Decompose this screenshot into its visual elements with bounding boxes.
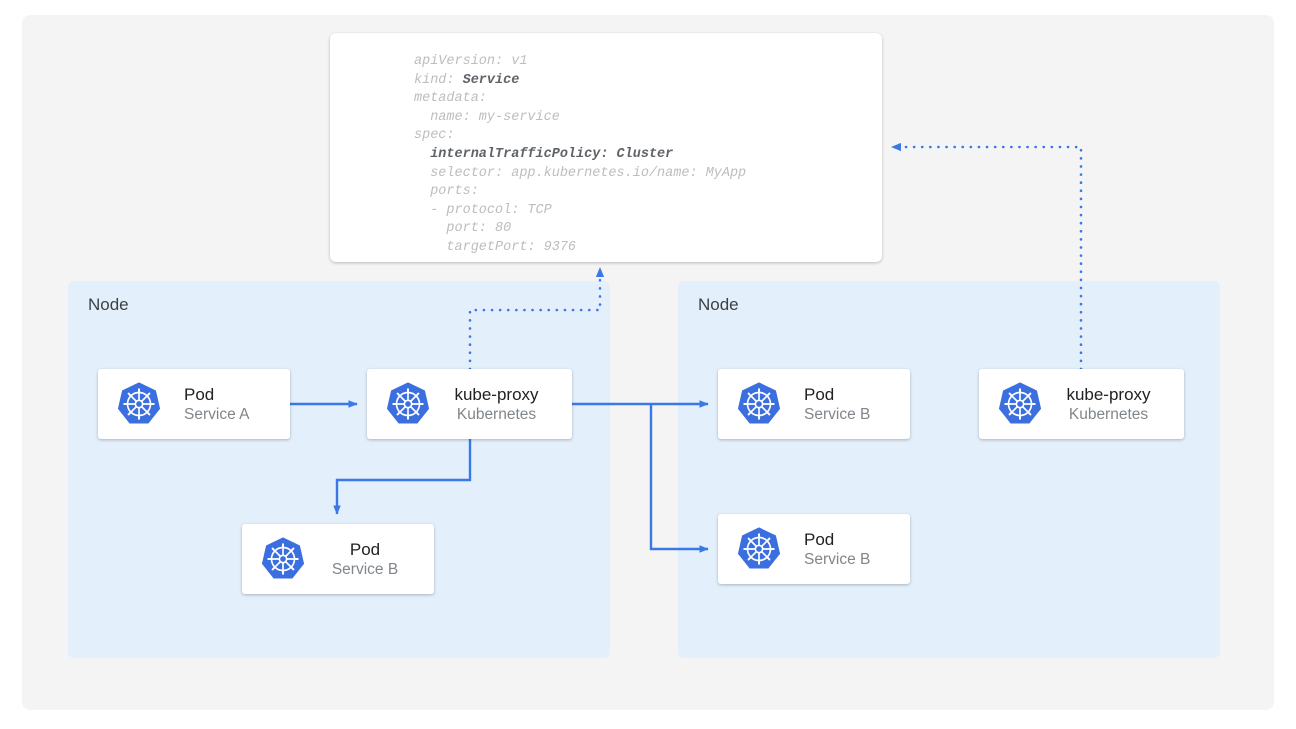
pod-box-text: Pod Service B xyxy=(306,539,434,580)
kube-proxy-subtitle: Kubernetes xyxy=(1068,405,1149,423)
kubernetes-icon xyxy=(736,526,782,572)
kube-proxy-box-text: kube-proxy Kubernetes xyxy=(1043,384,1184,425)
kube-proxy-box-left[interactable]: kube-proxy Kubernetes xyxy=(367,369,572,439)
pod-subtitle: Service A xyxy=(184,405,250,423)
kubernetes-icon xyxy=(260,536,306,582)
pod-box-text: Pod Service B xyxy=(782,384,910,425)
pod-subtitle: Service B xyxy=(331,560,399,578)
node-label-left: Node xyxy=(88,295,129,314)
node-label-right: Node xyxy=(698,295,739,314)
kube-proxy-title: kube-proxy xyxy=(1066,384,1151,404)
node-panel-left: Node xyxy=(68,281,610,658)
kubernetes-icon xyxy=(736,381,782,427)
pod-title: Pod xyxy=(184,384,215,404)
pod-title: Pod xyxy=(804,384,835,404)
kubernetes-icon xyxy=(997,381,1043,427)
pod-title: Pod xyxy=(349,539,381,559)
pod-subtitle: Service B xyxy=(804,405,871,423)
kube-proxy-box-right[interactable]: kube-proxy Kubernetes xyxy=(979,369,1184,439)
kubernetes-icon xyxy=(385,381,431,427)
pod-box-text: Pod Service B xyxy=(782,529,910,570)
pod-box-text: Pod Service A xyxy=(162,384,290,425)
pod-box-service-b-left[interactable]: Pod Service B xyxy=(242,524,434,594)
pod-box-service-a[interactable]: Pod Service A xyxy=(98,369,290,439)
node-panel-right: Node xyxy=(678,281,1220,658)
pod-box-service-b-right-top[interactable]: Pod Service B xyxy=(718,369,910,439)
pod-title: Pod xyxy=(804,529,835,549)
pod-box-service-b-right-bottom[interactable]: Pod Service B xyxy=(718,514,910,584)
kube-proxy-box-text: kube-proxy Kubernetes xyxy=(431,384,572,425)
pod-subtitle: Service B xyxy=(804,550,871,568)
kubernetes-icon xyxy=(116,381,162,427)
kube-proxy-title: kube-proxy xyxy=(454,384,539,404)
kube-proxy-subtitle: Kubernetes xyxy=(456,405,537,423)
